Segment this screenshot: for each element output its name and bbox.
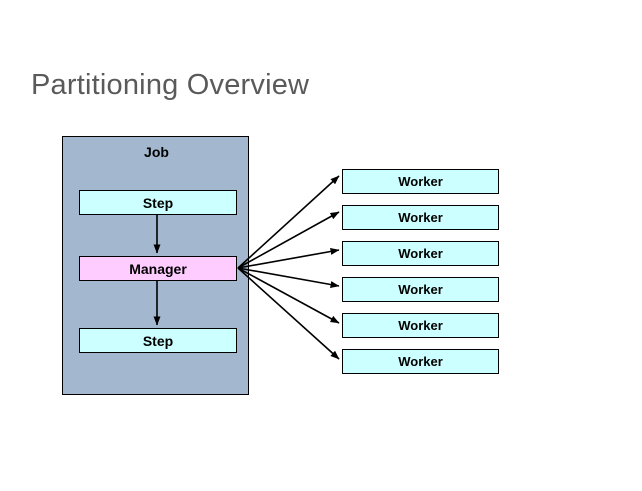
step-box-bottom[interactable]: Step xyxy=(79,328,237,353)
worker-box-5[interactable]: Worker xyxy=(342,313,499,338)
worker-box-4[interactable]: Worker xyxy=(342,277,499,302)
worker-box-2[interactable]: Worker xyxy=(342,205,499,230)
job-label: Job xyxy=(144,144,169,160)
worker-box-6[interactable]: Worker xyxy=(342,349,499,374)
arrow-manager-to-worker-4 xyxy=(237,267,340,288)
arrow-manager-to-worker-3 xyxy=(237,248,340,269)
job-container: Job Step Manager Step xyxy=(62,136,249,395)
arrow-manager-to-worker-1 xyxy=(237,175,340,269)
arrow-manager-to-worker-2 xyxy=(237,211,340,269)
arrow-manager-to-worker-6 xyxy=(237,267,340,360)
manager-box[interactable]: Manager xyxy=(79,256,237,281)
worker-box-1[interactable]: Worker xyxy=(342,169,499,194)
step-box-top[interactable]: Step xyxy=(79,190,237,215)
page-title: Partitioning Overview xyxy=(31,69,310,101)
arrow-manager-to-worker-5 xyxy=(237,267,340,324)
worker-box-3[interactable]: Worker xyxy=(342,241,499,266)
